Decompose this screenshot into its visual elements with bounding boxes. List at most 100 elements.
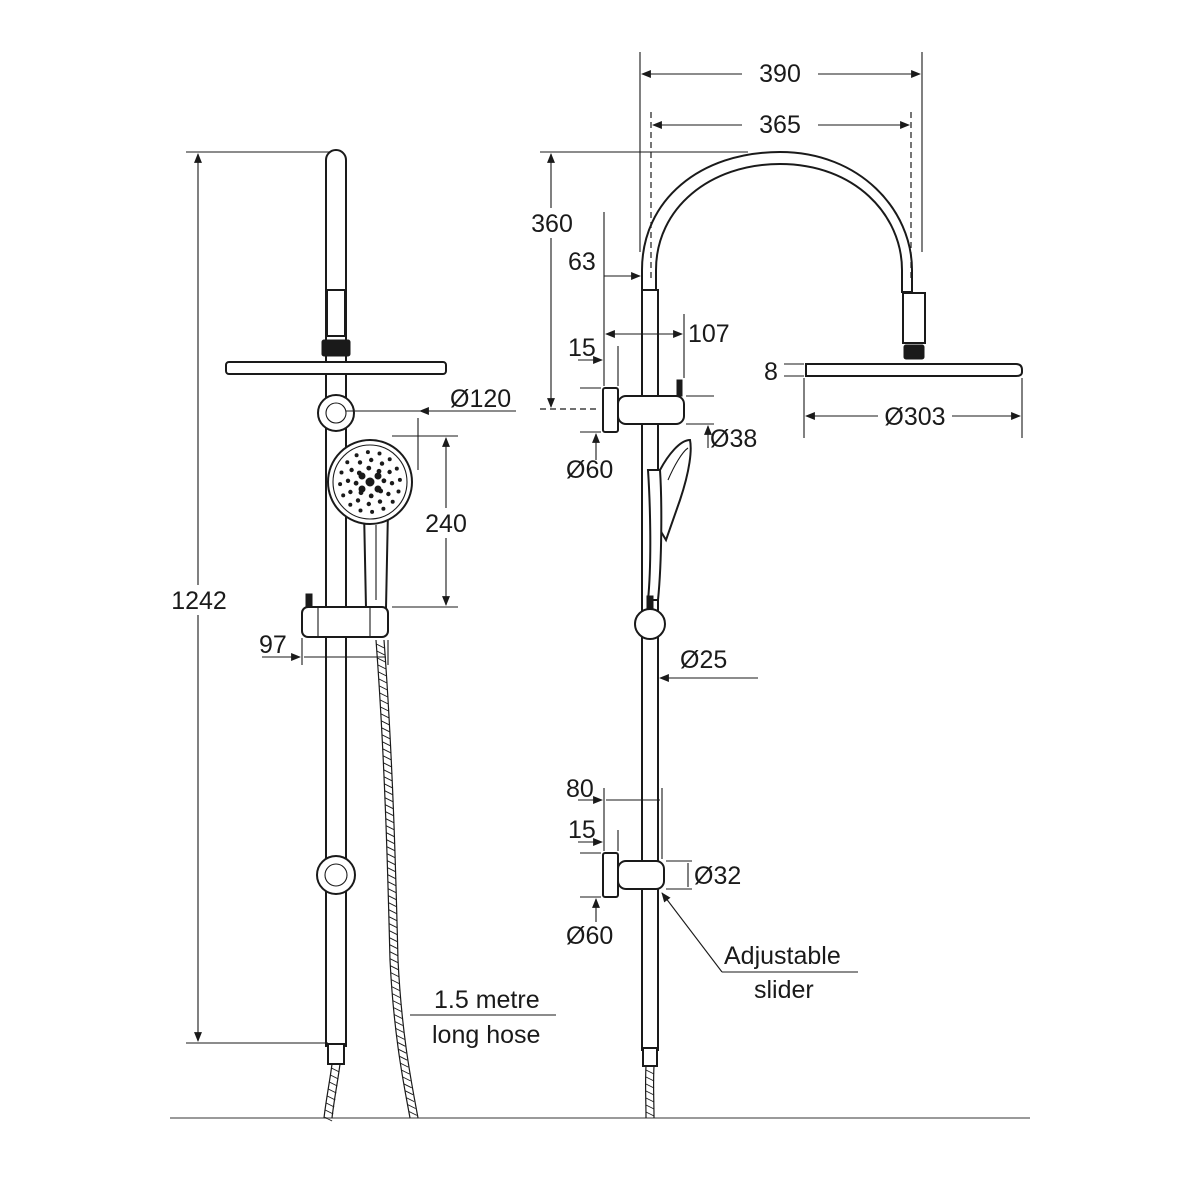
hose-braid-tick: [386, 846, 396, 852]
callout-slider-line-1: Adjustable: [724, 942, 841, 970]
nozzle-dot: [358, 490, 364, 496]
hose-braid-tick: [388, 902, 397, 908]
hose-braid-tick: [387, 867, 396, 873]
hose-braid-tick: [382, 741, 391, 747]
hose-braid-tick: [395, 1027, 404, 1033]
hose-braid-tick: [328, 1088, 337, 1094]
hose-braid-tick: [389, 937, 398, 943]
nozzle-dot: [379, 461, 385, 466]
hose-braid-tick: [378, 685, 388, 691]
callout-slider-line-2: slider: [754, 976, 814, 1004]
hose-braid-tick: [390, 979, 400, 985]
dim-rail-diameter: Ø25: [680, 646, 727, 674]
side-outlet-elbow: [642, 1047, 658, 1067]
dim-rain-head-diameter: Ø303: [884, 403, 945, 431]
nozzle-dot: [389, 481, 395, 486]
side-bottom-flange: [602, 852, 619, 898]
hose-braid-tick: [384, 790, 393, 796]
hose-braid-tick: [388, 916, 398, 922]
nozzle-dot: [386, 491, 391, 497]
nozzle-dot: [387, 457, 392, 462]
hose-braid-tick: [384, 804, 394, 810]
dim-arm-reach-outer: 390: [759, 60, 801, 88]
hose-braid-tick: [380, 706, 389, 712]
nozzle-dot: [377, 499, 383, 504]
nozzle-dot: [338, 482, 343, 487]
hose-braid-tick: [645, 1111, 655, 1117]
nozzle-dot: [356, 470, 362, 476]
dim-total-height: 1242: [171, 587, 227, 615]
nozzle-dot: [376, 468, 382, 474]
nozzle-dot: [354, 453, 359, 458]
side-top-bracket-tube: [617, 395, 685, 425]
front-rain-head-nut: [321, 339, 351, 357]
front-top-bracket-ring-inner: [325, 402, 347, 424]
hose-braid-tick: [325, 1102, 335, 1108]
side-hand-shower-body: [646, 469, 663, 601]
hose-braid-tick: [394, 1021, 404, 1026]
nozzle-dot: [396, 489, 401, 494]
hose-braid-tick: [383, 776, 393, 782]
nozzle-dot: [353, 480, 359, 486]
hose-braid-tick: [379, 699, 389, 705]
hose-braid-tick: [380, 713, 390, 719]
side-top-bracket-pin: [676, 379, 683, 397]
side-view: [602, 150, 1023, 1119]
front-top-bracket-ring: [317, 394, 355, 432]
hose-braid-tick: [645, 1090, 655, 1096]
hose-braid-tick: [400, 1062, 409, 1068]
hose-braid-tick: [324, 1109, 334, 1115]
hose-braid-tick: [390, 972, 399, 978]
hose-braid-tick: [387, 881, 397, 887]
nozzle-dot: [357, 460, 363, 465]
hose-braid-tick: [383, 762, 392, 768]
hose-braid-tick: [323, 1116, 333, 1122]
hose-braid-tick: [377, 664, 387, 670]
dim-top-bracket-depth: 107: [688, 320, 730, 348]
front-hose-braiding: [323, 643, 418, 1122]
nozzle-dot: [369, 457, 374, 463]
hose-braid-tick: [382, 755, 392, 761]
hose-braid-tick: [388, 895, 397, 901]
hose-braid-tick: [389, 951, 399, 957]
hose-braid-tick: [402, 1076, 411, 1082]
hose-braid-tick: [380, 720, 390, 726]
nozzle-dot: [377, 451, 382, 456]
nozzle-dot: [366, 465, 372, 471]
hose-braid-tick: [388, 923, 398, 929]
nozzle-dot: [366, 501, 371, 507]
front-rail-top-connector: [326, 289, 346, 337]
callout-hose-line-1: 1.5 metre: [434, 986, 540, 1014]
hose-braid-tick: [385, 825, 395, 831]
front-dimensions: 1242 Ø120 240 97 1.5 metre long hose: [164, 151, 556, 1049]
front-rail: [325, 149, 347, 1047]
nozzle-dot: [345, 478, 351, 483]
nozzle-dot: [370, 509, 375, 514]
dim-rain-head-thickness: 8: [764, 358, 778, 386]
hose-braid-tick: [399, 1055, 408, 1061]
dim-bottom-flange-diameter: Ø60: [566, 922, 613, 950]
dim-arm-height: 360: [531, 210, 573, 238]
hose-braid-tick: [379, 692, 388, 698]
dim-top-flange-diameter: Ø60: [566, 456, 613, 484]
hose-braid-tick: [407, 1104, 416, 1109]
hose-braid-tick: [393, 1014, 403, 1019]
side-arched-arm: [641, 150, 913, 293]
callout-slider-leader: [661, 892, 723, 973]
hose-braid-tick: [387, 874, 396, 880]
hose-braid-tick: [391, 993, 401, 999]
nozzle-dot: [355, 498, 361, 503]
dim-bottom-bracket-depth: 80: [566, 775, 594, 803]
side-arm-connector: [902, 292, 926, 344]
side-dimensions: 390 365 360 63 15 107 Ø60 Ø38 8: [520, 52, 1023, 1004]
hose-braid-tick: [376, 643, 385, 649]
side-top-flange: [602, 387, 619, 433]
hose-braid-tick: [385, 818, 395, 824]
hose-braid-tick: [645, 1104, 655, 1110]
hose-braid-tick: [331, 1067, 340, 1073]
nozzle-dot: [381, 478, 387, 484]
hose-braid-tick: [386, 839, 395, 845]
nozzle-dot: [341, 493, 346, 498]
hose-braid-tick: [389, 930, 398, 936]
nozzle-dot: [365, 450, 370, 455]
